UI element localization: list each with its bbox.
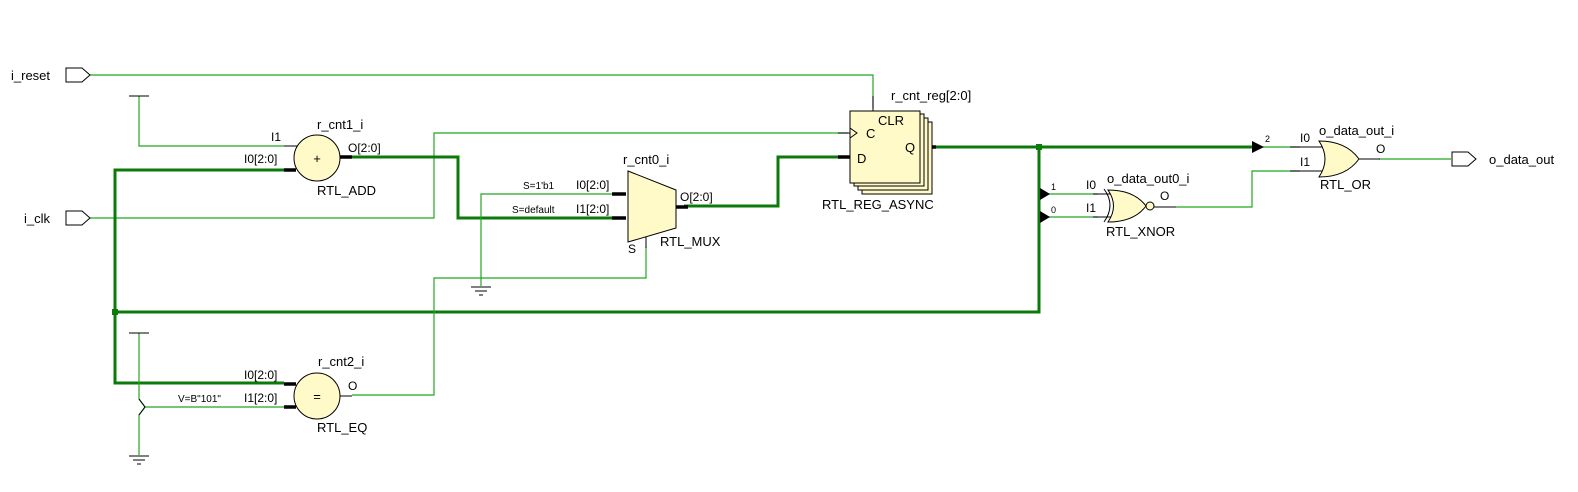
register-body xyxy=(849,110,921,184)
tap-label: 0 xyxy=(1051,205,1056,215)
adder-body xyxy=(293,134,341,182)
adder-symbol: + xyxy=(313,151,321,166)
cell-type: RTL_ADD xyxy=(317,183,376,198)
bus-adder-out[interactable] xyxy=(352,155,612,220)
pin-label: O xyxy=(1376,142,1385,156)
cell-type: RTL_REG_ASYNC xyxy=(822,197,934,212)
tap-arrow-icon xyxy=(1040,211,1050,223)
instance-name: o_data_out0_i xyxy=(1107,171,1190,186)
cell-type: RTL_EQ xyxy=(317,420,367,435)
pin-label: O[2:0] xyxy=(680,190,713,204)
xnor-body xyxy=(1107,189,1147,223)
pin-label: I0[2:0] xyxy=(244,152,277,166)
pin-label: I0[2:0] xyxy=(244,368,277,382)
crossover-hop xyxy=(138,398,146,416)
net-xnor-out[interactable] xyxy=(1176,170,1300,208)
cell-or[interactable]: o_data_out_i I0 I1 O RTL_OR xyxy=(1290,123,1394,192)
tap-arrow-icon xyxy=(1040,188,1050,200)
pin-label: D xyxy=(857,151,866,166)
nets xyxy=(90,74,1451,455)
input-port-icon xyxy=(65,67,91,83)
tap-label: 1 xyxy=(1051,182,1056,192)
net-mux-i0-const[interactable] xyxy=(480,193,612,286)
port-label: i_clk xyxy=(24,211,51,226)
cell-type: RTL_MUX xyxy=(660,234,721,249)
bus-mux-out[interactable] xyxy=(684,155,838,208)
pin-label: I1[2:0] xyxy=(244,391,277,405)
mux-annotation: S=1'b1 xyxy=(523,181,555,192)
bus-junction xyxy=(112,309,118,315)
ground-icon xyxy=(471,286,491,296)
eq-body xyxy=(293,372,341,420)
pin-label: O xyxy=(348,379,357,393)
instance-name: r_cnt1_i xyxy=(317,117,363,132)
instance-name: r_cnt2_i xyxy=(318,354,364,369)
instance-name: r_cnt0_i xyxy=(623,152,669,167)
port-label: o_data_out xyxy=(1489,152,1554,167)
xnor-extra-arc xyxy=(1103,188,1111,223)
instance-name: r_cnt_reg[2:0] xyxy=(891,88,971,103)
pin-label: O xyxy=(1160,189,1169,203)
or-body xyxy=(1318,140,1360,178)
output-port-icon xyxy=(1451,151,1477,167)
pin-label: C xyxy=(866,126,875,141)
net-i-clk[interactable] xyxy=(90,132,848,219)
pin-label: I0 xyxy=(1300,131,1310,145)
input-port-icon xyxy=(65,210,91,226)
net-eq-out[interactable] xyxy=(352,247,647,396)
cell-mux[interactable]: r_cnt0_i I0[2:0] I1[2:0] O[2:0] S S=1'b1… xyxy=(512,152,721,256)
pin-label: I0[2:0] xyxy=(576,178,609,192)
pin-label: I1 xyxy=(1086,201,1096,215)
bus-junction xyxy=(1036,144,1042,150)
output-port-o-data-out[interactable]: o_data_out xyxy=(1451,151,1554,167)
pin-label: I1[2:0] xyxy=(576,202,609,216)
cell-register[interactable]: r_cnt_reg[2:0] CLR C D Q RTL_REG_ASYNC xyxy=(822,88,971,212)
cell-eq[interactable]: = r_cnt2_i I0[2:0] I1[2:0] O V=B"101" RT… xyxy=(178,354,367,435)
tap-arrow-icon xyxy=(1252,141,1264,153)
cell-adder[interactable]: + r_cnt1_i I1 I0[2:0] O[2:0] RTL_ADD xyxy=(244,117,381,198)
net-eq-i1-const[interactable] xyxy=(138,333,146,455)
net-i-reset[interactable] xyxy=(90,74,874,108)
eq-annotation: V=B"101" xyxy=(178,394,221,405)
bus-feedback-adder[interactable] xyxy=(113,168,284,312)
pin-label: I1 xyxy=(271,130,281,144)
pin-label: S xyxy=(628,242,636,256)
bus-taps: 2 1 0 xyxy=(1040,134,1270,223)
cell-type: RTL_XNOR xyxy=(1106,224,1175,239)
pin-label: CLR xyxy=(878,113,904,128)
power-symbols xyxy=(129,95,491,465)
instance-name: o_data_out_i xyxy=(1319,123,1394,138)
input-port-i-clk[interactable]: i_clk xyxy=(24,210,91,226)
input-port-i-reset[interactable]: i_reset xyxy=(11,67,91,83)
pin-label: I0 xyxy=(1086,178,1096,192)
pin-label: O[2:0] xyxy=(348,141,381,155)
cell-type: RTL_OR xyxy=(1320,177,1371,192)
cell-xnor[interactable]: o_data_out0_i I0 I1 O RTL_XNOR xyxy=(1086,171,1190,239)
bus-feedback-eq[interactable] xyxy=(113,312,284,385)
pin-label: I1 xyxy=(1300,155,1310,169)
mux-body xyxy=(627,170,677,243)
eq-symbol: = xyxy=(313,389,321,404)
mux-annotation: S=default xyxy=(512,205,555,216)
pin-label: Q xyxy=(905,140,915,155)
clock-edge-icon xyxy=(849,127,858,139)
bus-feedback[interactable] xyxy=(115,147,1041,314)
port-label: i_reset xyxy=(11,68,50,83)
tap-label: 2 xyxy=(1265,134,1270,144)
net-adder-i1-const[interactable] xyxy=(138,96,284,147)
inversion-bubble xyxy=(1145,201,1155,211)
ground-icon xyxy=(129,455,149,465)
